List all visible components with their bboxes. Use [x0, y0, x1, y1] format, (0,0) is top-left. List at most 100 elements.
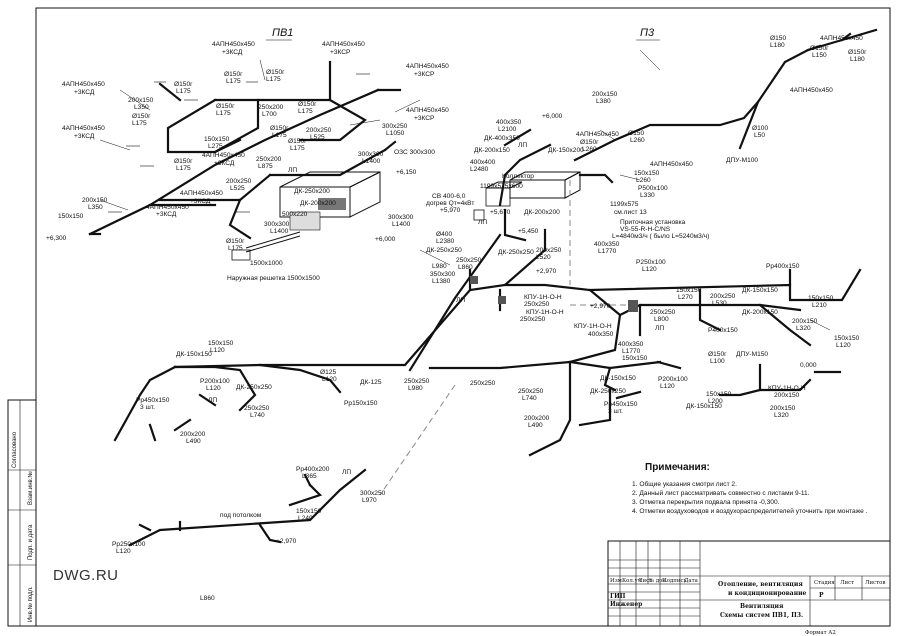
lower-label: ЛП: [342, 469, 351, 476]
p3-label: 1199х575: [610, 201, 639, 208]
p3-label: L200: [708, 398, 723, 405]
pv1-label: 200х150: [128, 97, 154, 104]
pv1-label: ДК-200х200: [300, 200, 336, 207]
tb-col-list: Лист: [638, 578, 652, 584]
lower-label: +2,970: [276, 538, 297, 545]
p3-label: L2480: [470, 166, 489, 173]
pv1-label: +3КСД: [222, 49, 243, 56]
pv1-label: +3КСР: [414, 71, 435, 78]
lower-label: 3 шт.: [140, 404, 155, 411]
p3-label: ДПУ-М150: [736, 351, 768, 358]
pv1-label: L175: [226, 78, 241, 85]
p3-label: ДК-400х350: [484, 135, 520, 142]
p3-label: ДК-250х250: [498, 249, 534, 256]
pv1-label: 500х220: [282, 211, 308, 218]
pv1-label: 150х150: [58, 213, 84, 220]
lower-label: Р200х100: [200, 378, 230, 385]
p3-label: L260: [636, 177, 651, 184]
title-block: Изм. Кол.уч Лист № док. Подпись Дата ГИП…: [607, 540, 891, 636]
p3-label: 200х150: [792, 318, 818, 325]
pv1-label: +3КСД: [74, 133, 95, 140]
p3-label: 400х350: [588, 331, 614, 338]
p3-label: 250х250: [524, 301, 550, 308]
p3-label: L120: [836, 342, 851, 349]
pv1-label: Ø150г: [266, 69, 285, 76]
p3-label: L260: [630, 137, 645, 144]
p3-label: 200х150: [774, 392, 800, 399]
pv1-label: L350: [88, 204, 103, 211]
pv1-label: ОЗС 300х300: [394, 149, 435, 156]
p3-label: ДК-150х200: [548, 147, 584, 154]
p3-label: L330: [640, 192, 655, 199]
p3-label: L530: [712, 300, 727, 307]
p3-label: 200х200: [524, 415, 550, 422]
p3-label: Ø150г: [708, 351, 727, 358]
lower-label: L120: [322, 376, 337, 383]
p3-label: 150х150: [808, 295, 834, 302]
lower-label: 250х250: [404, 378, 430, 385]
dwg-watermark: DWG.RU: [53, 567, 119, 584]
pv1-label: Ø150г: [288, 138, 307, 145]
tb-sheet-title-2: Схемы систем ПВ1, П3.: [720, 612, 803, 619]
pv1-label: 4АПН450х450: [406, 63, 449, 70]
lower-label: Рр450х150: [136, 397, 170, 404]
p3-label: L180: [850, 56, 865, 63]
pv1-label: Наружная решетка 1500х1500: [227, 275, 320, 282]
pv1-label: 250х200: [258, 104, 284, 111]
lower-label: L120: [116, 548, 131, 555]
tb-gip: ГИП: [610, 593, 626, 600]
p3-label: 200х150: [770, 405, 796, 412]
p3-label: 4АПН450х450: [650, 161, 693, 168]
p3-label: L520: [536, 254, 551, 261]
p3-label: 350х300: [430, 271, 456, 278]
p3-label: L100: [710, 358, 725, 365]
pv1-label: +3КСД: [190, 198, 211, 205]
p3-label: КПУ-1Н-О-Н: [526, 309, 564, 316]
lower-label: L980: [408, 385, 423, 392]
pv1-label: Ø150г: [132, 113, 151, 120]
p3-label: СВ 400-6,0: [432, 193, 466, 200]
p3-label: +5,970: [440, 207, 461, 214]
p3-label: Рр450х150: [604, 401, 638, 408]
p3-label: 200х150: [592, 91, 618, 98]
tb-sheet-h: Лист: [840, 580, 854, 586]
p3-label: 400х350: [496, 119, 522, 126]
pv1-label: L1400: [270, 228, 289, 235]
pv1-label: L1400: [362, 158, 381, 165]
p3-label: L150: [812, 52, 827, 59]
p3-label: КПУ-1Н-О-Н: [768, 385, 806, 392]
p3-label: +2,970: [536, 268, 557, 275]
pv1-label: L875: [258, 163, 273, 170]
p3-label: 400х400: [470, 159, 496, 166]
p3-label: ДК-150х150: [742, 287, 778, 294]
lower-label: L240: [298, 515, 313, 522]
pv1-label: L175: [132, 120, 147, 127]
pv1-label: 300х300: [264, 221, 290, 228]
p3-label: 150х150: [834, 335, 860, 342]
p3-label: ДПУ-М100: [726, 157, 758, 164]
lower-label: 200х200: [180, 431, 206, 438]
p3-label: 250х250: [520, 316, 546, 323]
p3-label: 4АПН450х450: [790, 87, 833, 94]
pv1-label: L350: [134, 104, 149, 111]
leader-lines: [99, 49, 831, 331]
p3-label: Р200х100: [658, 376, 688, 383]
pv1-label: L525: [230, 185, 245, 192]
tb-sheet-title-1: Вентиляция: [740, 603, 784, 610]
pv1-label: L175: [176, 88, 191, 95]
pv1-label: 300х300: [358, 151, 384, 158]
p3-label: L2100: [498, 126, 517, 133]
pv1-label: 250х200: [256, 156, 282, 163]
pv1-label: ЛП: [288, 167, 297, 174]
strip-inv-orig: Инв.№ подл.: [27, 586, 34, 622]
p3-label: Приточная установка: [620, 219, 686, 226]
pv1-labels: 4АПН450х450+3КСД4АПН450х450+3КСРØ150гL17…: [46, 41, 449, 282]
lower-label: ДК-150х150: [176, 351, 212, 358]
p3-label: L380: [596, 98, 611, 105]
pv1-label: L525: [310, 134, 325, 141]
tb-engineer: Инженер: [610, 601, 642, 608]
p3-label: 400х350: [594, 241, 620, 248]
lower-label: L365: [302, 473, 317, 480]
